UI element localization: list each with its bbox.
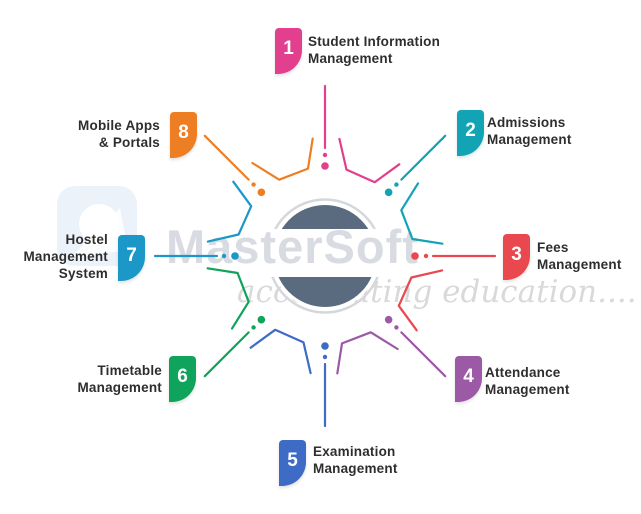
item-2-connector: [384, 134, 447, 245]
item-6-connector: [203, 267, 266, 378]
item-7-connector: [153, 180, 253, 260]
item-5-label: Examination Management: [313, 444, 398, 476]
center-circle: [256, 198, 394, 314]
watermark-logo-icon: [57, 186, 137, 266]
item-8-connector: [203, 134, 314, 197]
item-6-label: Timetable Management: [77, 363, 162, 395]
item-1-connector: [321, 84, 401, 184]
item-1-label: Student Information Management: [308, 34, 441, 66]
item-2-label: Admissions Management: [487, 115, 572, 147]
item-4-label: Attendance Management: [485, 365, 570, 397]
center-circle-stripe: [256, 229, 394, 277]
item-4-connector: [336, 315, 447, 378]
item-3-label: Fees Management: [537, 240, 622, 272]
watermark-brand: MasterSoft: [166, 220, 419, 273]
item-3-badge: 3: [503, 234, 530, 280]
item-5-connector: [249, 328, 329, 428]
item-7-label: Hostel Management System: [23, 232, 108, 281]
item-8-label: Mobile Apps & Portals: [78, 118, 160, 150]
item-3-connector: [397, 252, 497, 332]
